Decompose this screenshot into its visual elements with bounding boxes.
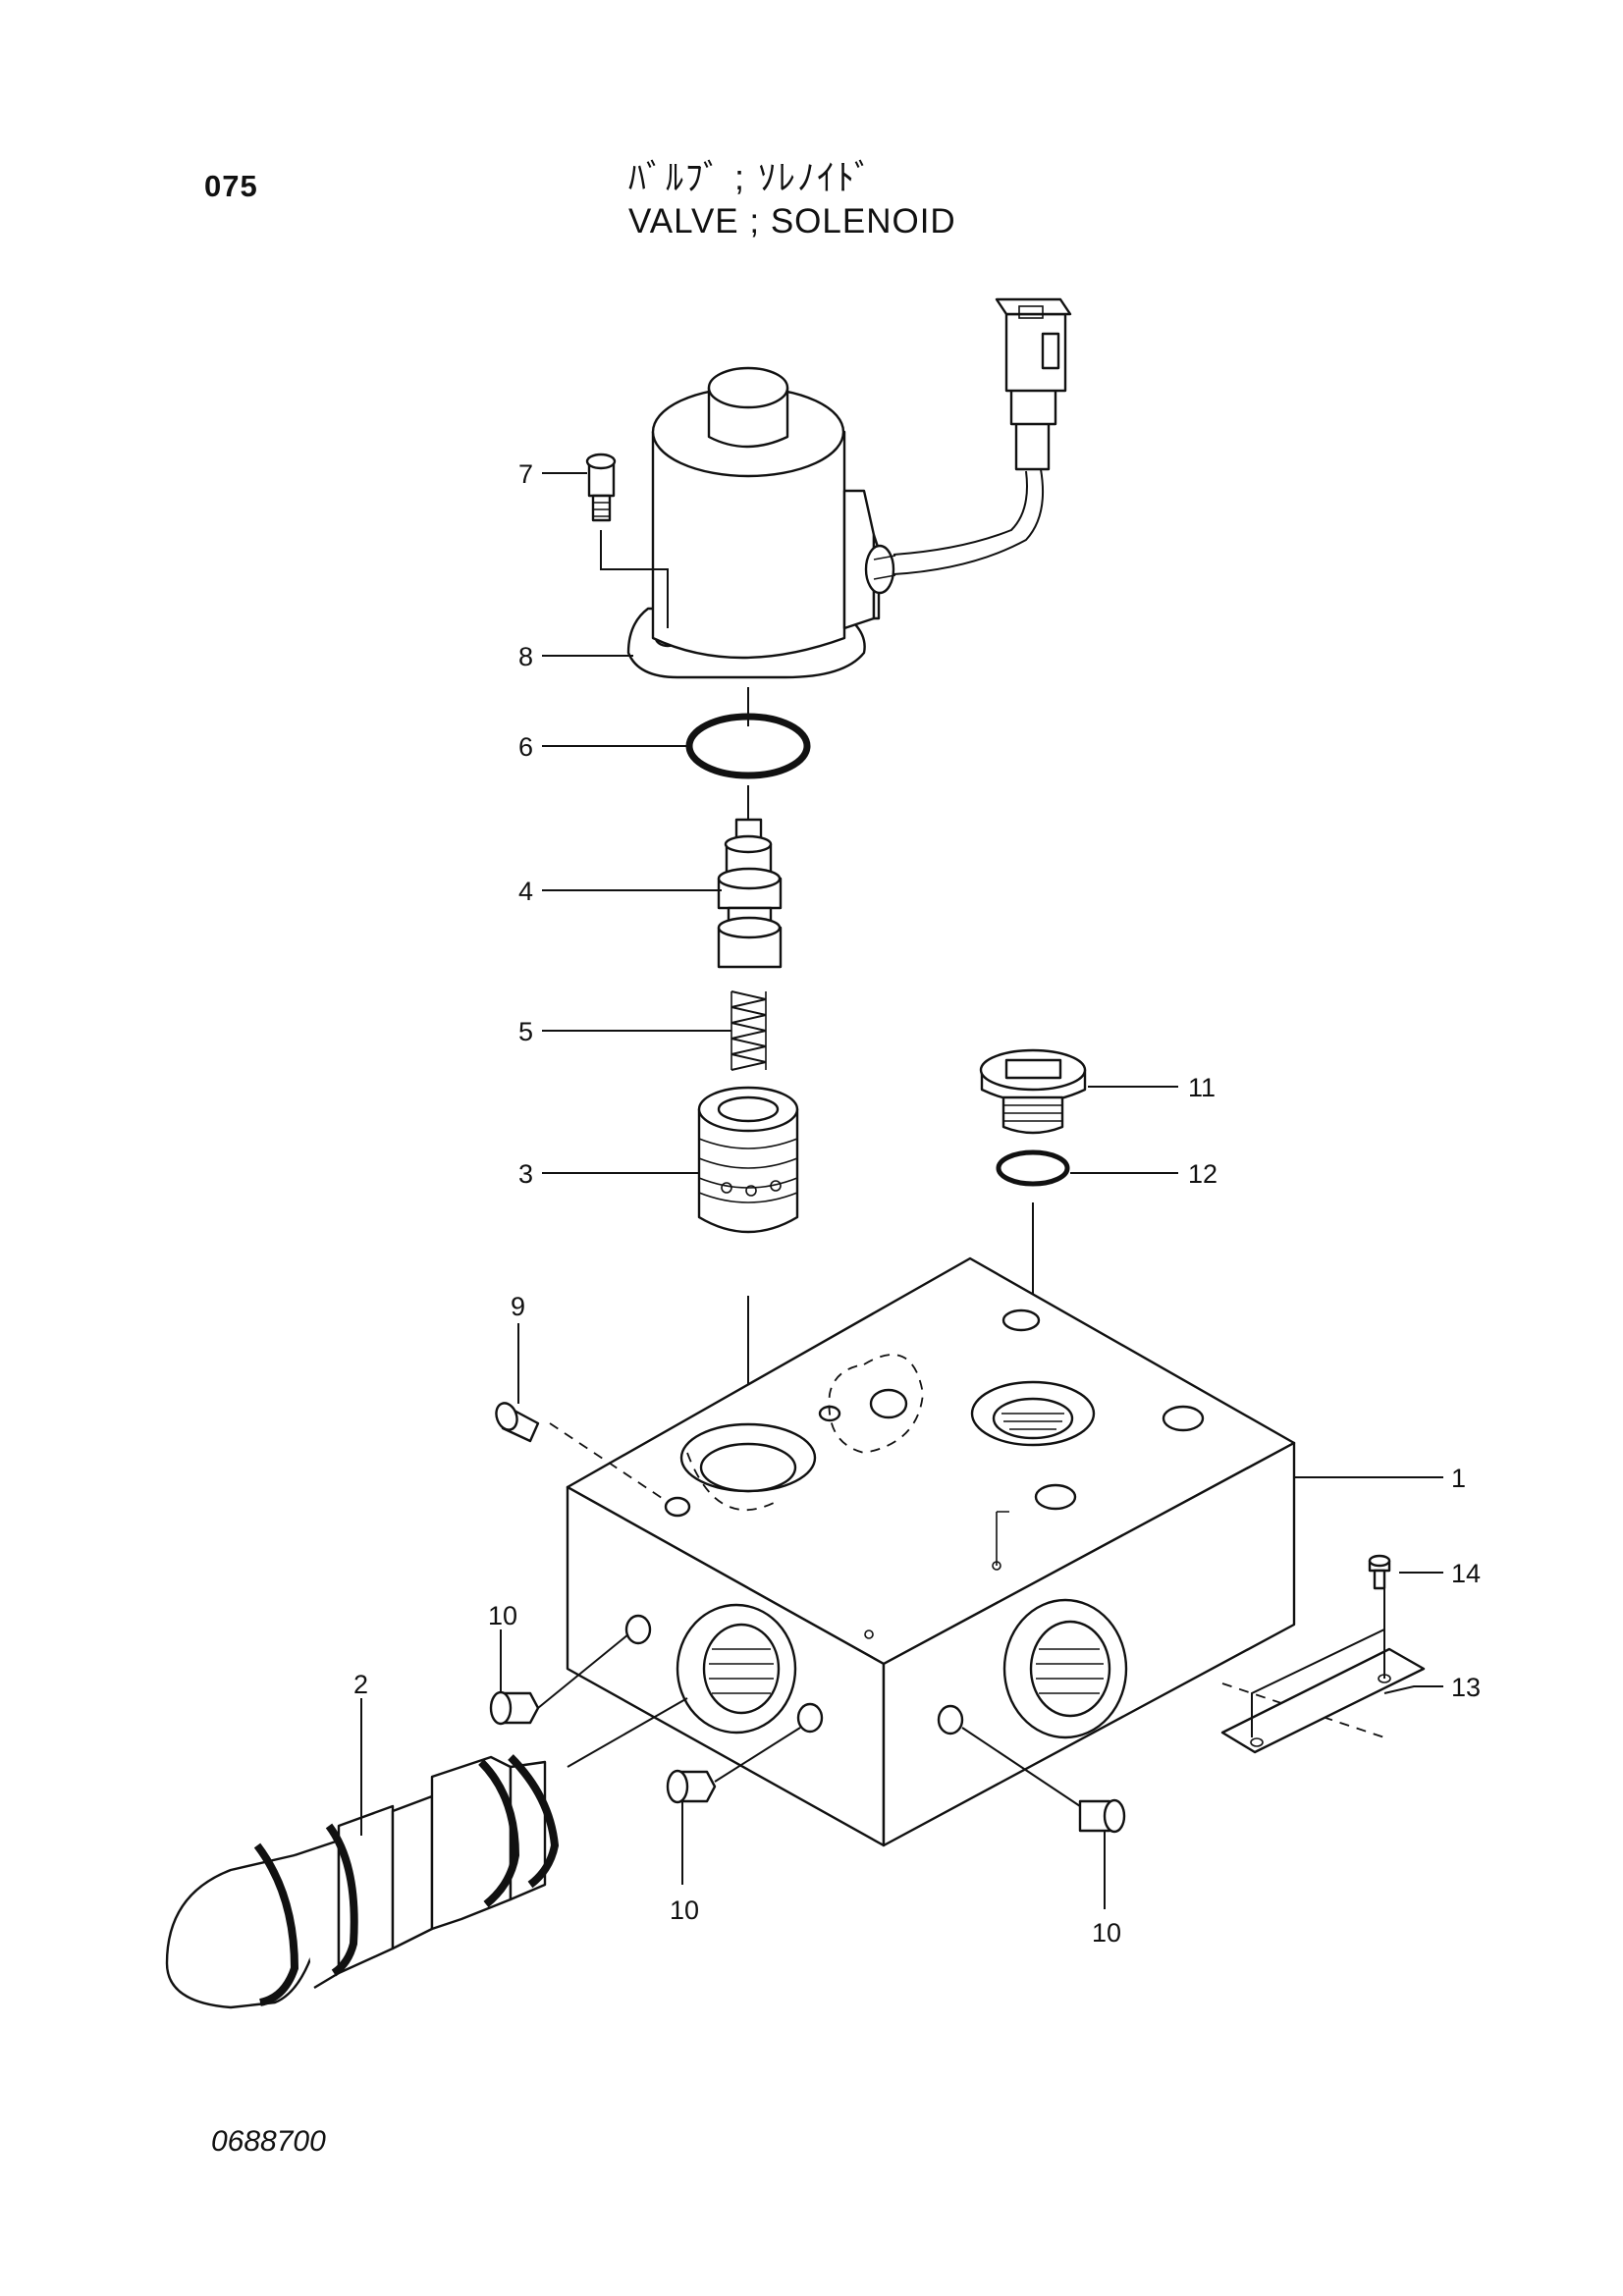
callout-10-left: 10 <box>488 1601 517 1630</box>
callout-2: 2 <box>353 1670 368 1699</box>
plug-10-bottom-left[interactable] <box>666 1727 801 1804</box>
sleeve[interactable] <box>697 1086 799 1492</box>
callout-8: 8 <box>518 642 533 671</box>
callout-4: 4 <box>518 877 533 906</box>
callout-13: 13 <box>1451 1673 1481 1702</box>
callout-1: 1 <box>1451 1464 1466 1493</box>
spool[interactable] <box>717 785 783 969</box>
plug[interactable] <box>979 1048 1087 1135</box>
drawing-number: 0688700 <box>211 2125 326 2158</box>
callout-14: 14 <box>1451 1559 1481 1588</box>
o-ring-small[interactable] <box>996 1149 1070 1187</box>
page-number: 075 <box>204 169 258 203</box>
callout-5: 5 <box>518 1017 533 1046</box>
solenoid-bolt[interactable] <box>585 453 669 628</box>
drive-pin[interactable] <box>1368 1554 1391 1590</box>
plug-small-top[interactable] <box>493 1400 540 1443</box>
callout-3: 3 <box>518 1159 533 1189</box>
title-japanese: ﾊﾞﾙﾌﾞ ; ｿﾚﾉｲﾄﾞ <box>628 157 875 197</box>
cartridge-valve[interactable] <box>165 1697 688 2009</box>
callout-7: 7 <box>518 459 533 489</box>
callout-labels: 1 2 3 4 5 6 7 8 9 10 10 10 11 12 13 14 <box>353 459 1481 1948</box>
solenoid-coil[interactable] <box>626 297 1072 679</box>
callout-11: 11 <box>1188 1073 1216 1102</box>
callout-9: 9 <box>511 1292 525 1321</box>
plug-10-left[interactable] <box>489 1633 629 1726</box>
callout-6: 6 <box>518 732 533 762</box>
plug-10-bottom-right[interactable] <box>961 1727 1126 1834</box>
valve-body[interactable] <box>549 1256 1385 1847</box>
spring[interactable] <box>730 990 767 1071</box>
callout-10-bottom-left: 10 <box>670 1896 699 1925</box>
title-english: VALVE ; SOLENOID <box>628 202 956 240</box>
callout-12: 12 <box>1188 1159 1217 1189</box>
leader-lines <box>360 472 1443 1909</box>
callout-10-bottom-right: 10 <box>1092 1918 1121 1948</box>
name-plate[interactable] <box>1220 1580 1426 1754</box>
